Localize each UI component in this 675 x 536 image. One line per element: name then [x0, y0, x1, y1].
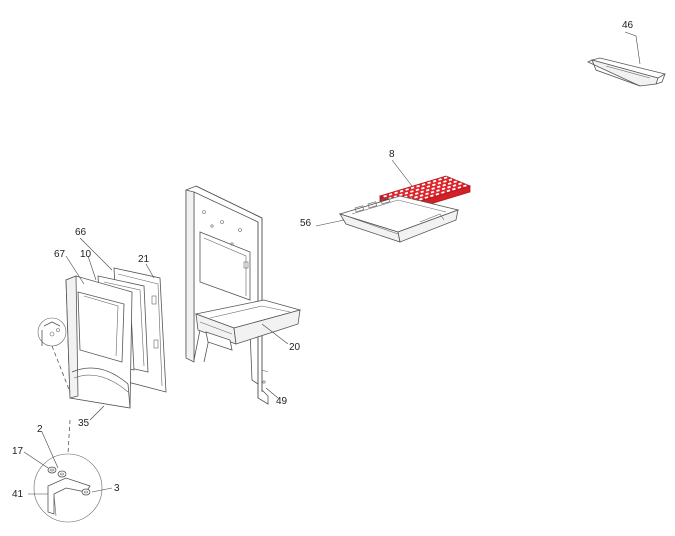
grate-hole: [416, 184, 420, 188]
grate-hole: [443, 176, 448, 180]
grate-hole: [425, 188, 430, 192]
grate-hole: [421, 183, 426, 186]
part-20-ash-drawer[interactable]: [194, 299, 302, 351]
grate-hole: [463, 184, 467, 188]
grate-hole: [405, 188, 409, 191]
label-56: 56: [300, 218, 312, 229]
part-46-baffle[interactable]: [587, 57, 667, 87]
grate-hole: [425, 192, 429, 196]
label-8: 8: [389, 149, 395, 160]
grate-hole: [420, 190, 424, 194]
grate-hole: [426, 185, 431, 188]
grate-hole: [453, 180, 457, 184]
grate-hole: [419, 197, 423, 201]
part-3-washer[interactable]: [81, 488, 91, 496]
grate-hole: [448, 178, 453, 182]
part-17-pin[interactable]: [47, 466, 57, 474]
label-17: 17: [12, 446, 24, 457]
grate-hole: [410, 186, 415, 190]
grate-hole: [446, 189, 451, 193]
hinge-detail-top: [37, 317, 71, 393]
label-2: 2: [37, 424, 43, 435]
label-67: 67: [54, 249, 66, 260]
grate-hole: [447, 185, 451, 189]
grate-hole: [421, 186, 425, 190]
label-35: 35: [78, 418, 90, 429]
grate-hole: [409, 193, 413, 197]
grate-hole: [388, 193, 393, 196]
label-46: 46: [622, 20, 634, 31]
part-labels: 46 8 56 66 67 10 21 20 49 35 2 17 41 3: [12, 20, 634, 500]
grate-hole: [399, 189, 404, 193]
part-56-ash-tray[interactable]: [338, 195, 460, 243]
grate-hole: [414, 192, 419, 195]
grate-hole: [435, 192, 440, 196]
label-3: 3: [114, 483, 120, 494]
grate-hole: [432, 179, 437, 183]
grate-hole: [399, 193, 403, 197]
grate-hole: [452, 187, 456, 191]
grate-hole: [383, 194, 387, 198]
part-49-frame[interactable]: [185, 185, 269, 405]
grate-hole: [414, 195, 418, 199]
label-66: 66: [75, 227, 87, 238]
grate-hole: [430, 190, 435, 194]
label-20: 20: [289, 342, 301, 353]
grate-hole: [441, 191, 445, 194]
grate-hole: [427, 181, 431, 185]
grate-hole: [442, 183, 446, 187]
grate-hole: [432, 183, 436, 187]
part-35-door[interactable]: [65, 275, 133, 409]
label-21: 21: [138, 254, 150, 265]
grate-hole: [404, 191, 409, 195]
grate-hole: [443, 180, 447, 183]
label-10: 10: [80, 249, 92, 260]
grate-hole: [438, 178, 442, 181]
grate-hole: [436, 189, 440, 192]
grate-hole: [410, 190, 414, 193]
part-2-washer[interactable]: [57, 470, 67, 478]
grate-hole: [415, 188, 420, 192]
leader-lines: [23, 31, 641, 495]
grate-hole: [441, 187, 446, 191]
grate-hole: [431, 187, 435, 190]
grate-hole: [458, 182, 462, 186]
part-41-hinge-bracket[interactable]: [47, 477, 91, 517]
label-41: 41: [12, 489, 24, 500]
grate-hole: [419, 194, 424, 197]
grate-hole: [447, 182, 452, 185]
hinge-detail-bottom: [33, 419, 103, 523]
grate-hole: [424, 196, 429, 199]
grate-hole: [430, 194, 434, 198]
grate-hole: [457, 186, 462, 189]
grate-hole: [452, 184, 457, 187]
label-49: 49: [276, 396, 288, 407]
grate-hole: [436, 185, 441, 189]
grate-hole: [394, 191, 398, 195]
grate-hole: [437, 181, 442, 185]
